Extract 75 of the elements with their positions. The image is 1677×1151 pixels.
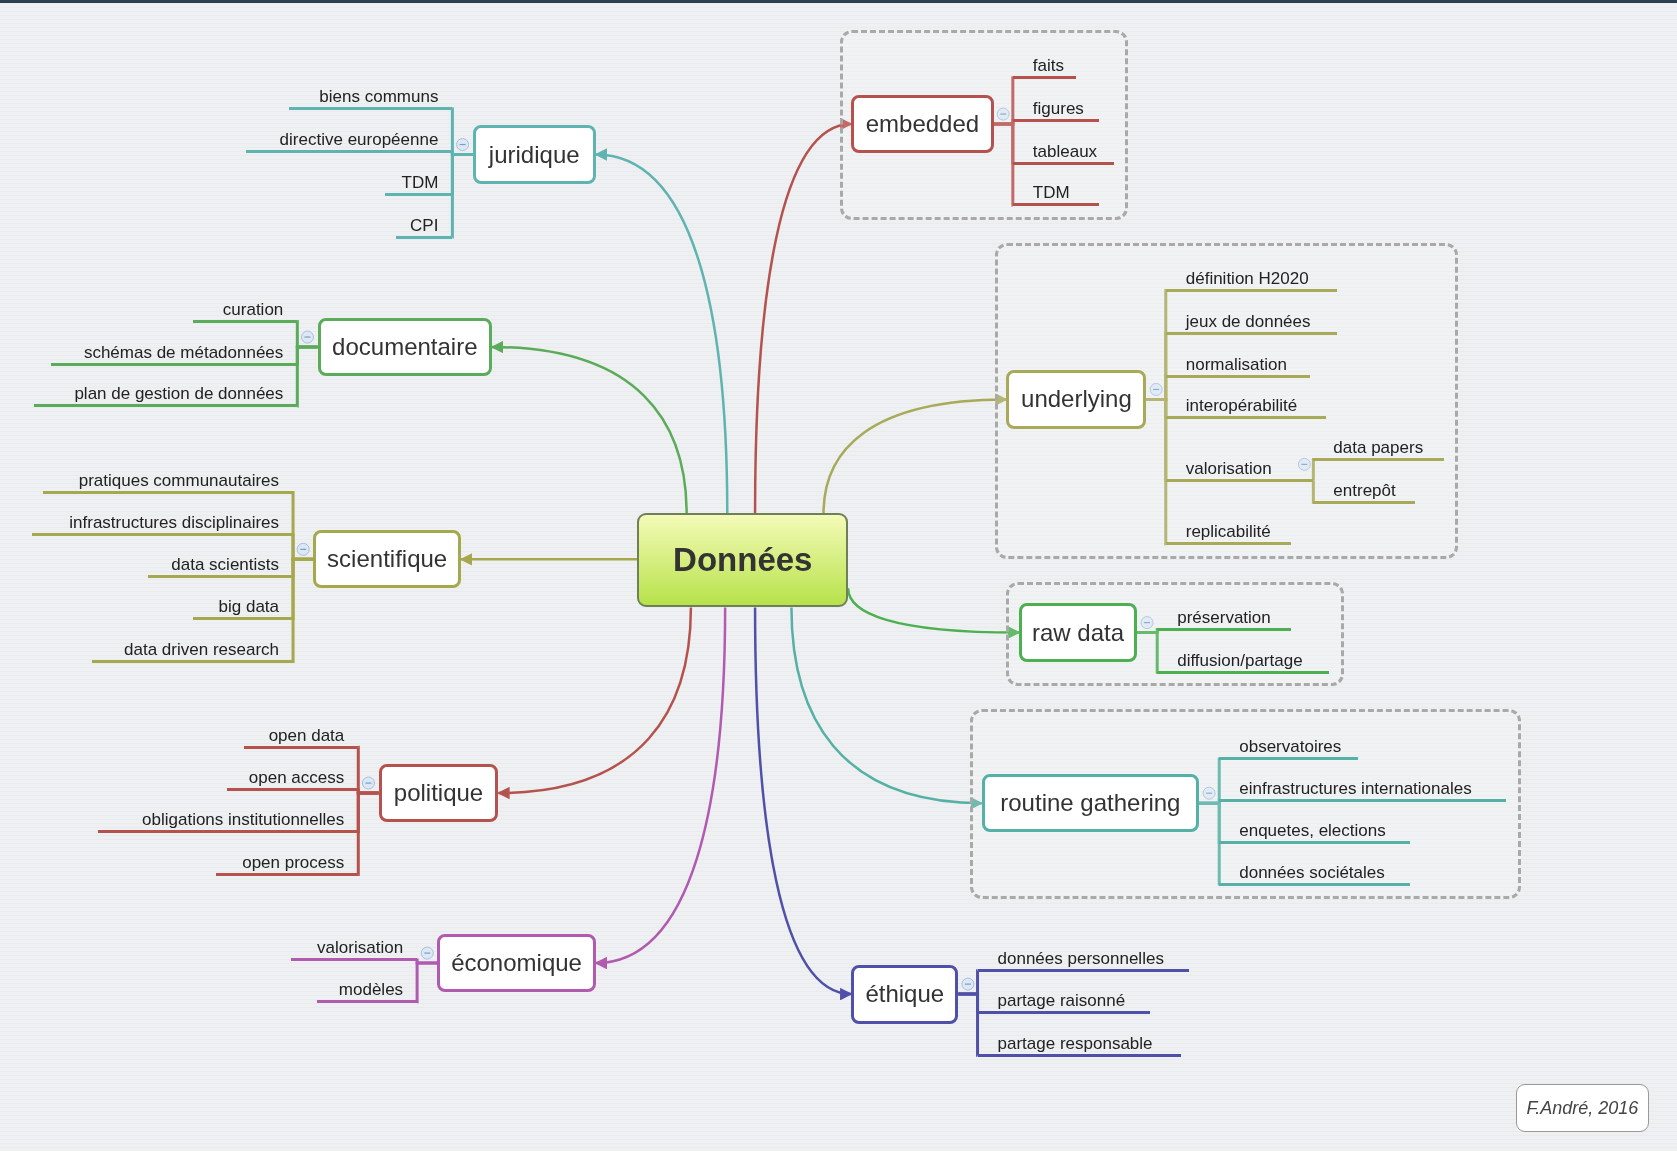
subtopic-label: einfrastructures internationales	[1219, 776, 1506, 803]
dashed-group-box	[970, 709, 1521, 900]
subtopic-label: biens communs	[288, 84, 453, 111]
subtopic-label: data scientists	[147, 551, 294, 578]
subtopic-label: valorisation	[290, 935, 418, 962]
subtopic-label: open data	[243, 722, 359, 749]
curved-arrow	[594, 607, 727, 968]
subtopic-label: TDM	[385, 169, 453, 196]
topic-box: documentaire	[317, 317, 492, 377]
subtopic-label: partage responsable	[977, 1030, 1181, 1057]
subtopic-label: modèles	[316, 977, 418, 1004]
subtopic-label: pratiques communautaires	[42, 468, 294, 495]
topic-box: économique	[437, 933, 596, 993]
subtopic-label: CPI	[395, 212, 453, 239]
subtopic-label: data driven research	[91, 637, 294, 664]
branch-line	[356, 791, 379, 876]
branch-line	[415, 961, 438, 1004]
subtopic-label: données personnelles	[977, 946, 1190, 973]
subtopic-label: interopérabilité	[1165, 393, 1327, 420]
curved-arrow	[497, 607, 693, 799]
subtopic-label: infrastructures disciplinaires	[32, 509, 294, 536]
branch-line	[1198, 801, 1221, 886]
subtopic-label: curation	[192, 297, 298, 323]
curved-arrow	[822, 393, 1008, 514]
branch-line	[1311, 479, 1315, 504]
branch-line	[1146, 397, 1168, 546]
subtopic-label: obligations institutionnelles	[98, 807, 359, 834]
subtopic-label: préservation	[1157, 605, 1291, 631]
subtopic-label: TDM	[1012, 180, 1100, 207]
branch-line	[1311, 457, 1315, 483]
central-topic-box: Données	[637, 513, 849, 608]
branch-line	[291, 557, 314, 664]
subtopic-label: data papers	[1313, 434, 1444, 461]
subtopic-label: observatoires	[1219, 734, 1359, 761]
subtopic-label: tableaux	[1012, 138, 1115, 165]
curved-arrow	[753, 607, 853, 998]
subtopic-label: figures	[1012, 95, 1100, 122]
subtopic-label: données sociétales	[1219, 859, 1410, 886]
topic-box: politique	[378, 763, 499, 823]
dashed-group-box	[994, 242, 1458, 560]
curved-arrow	[459, 553, 638, 566]
curved-arrow	[753, 120, 853, 514]
topic-box: éthique	[851, 964, 959, 1024]
subtopic-label: replicabilité	[1165, 519, 1291, 546]
topic-box: underlying	[1006, 370, 1147, 429]
topic-box: raw data	[1019, 603, 1137, 662]
subtopic-label: partage raisonné	[977, 987, 1150, 1014]
subtopic-label: schémas de métadonnées	[51, 339, 298, 366]
topic-box: juridique	[472, 125, 596, 184]
topic-box: scientifique	[313, 530, 461, 589]
dashed-group-box	[839, 29, 1129, 221]
branch-line	[450, 153, 473, 239]
subtopic-label: directive européenne	[246, 126, 453, 153]
subtopic-label: plan de gestion de données	[34, 381, 298, 408]
subtopic-label: valorisation	[1165, 456, 1314, 483]
subtopic-label: normalisation	[1165, 351, 1311, 378]
curved-arrow	[790, 607, 984, 809]
subtopic-label: big data	[192, 594, 294, 621]
curved-arrow	[490, 341, 688, 514]
dashed-group-box	[1006, 581, 1345, 686]
branch-line	[295, 345, 318, 408]
subtopic-label: open access	[226, 765, 359, 792]
topic-box: embedded	[851, 95, 994, 153]
subtopic-label: jeux de données	[1165, 308, 1337, 335]
branch-line	[958, 992, 980, 1057]
topic-box: routine gathering	[981, 774, 1199, 833]
subtopic-label: diffusion/partage	[1157, 647, 1330, 674]
subtopic-label: définition H2020	[1165, 265, 1337, 292]
subtopic-label: open process	[216, 849, 359, 876]
author-note-box: F.André, 2016	[1515, 1084, 1650, 1132]
subtopic-label: entrepôt	[1313, 477, 1415, 504]
subtopic-label: faits	[1012, 53, 1076, 80]
curved-arrow	[594, 149, 729, 514]
subtopic-label: enquetes, elections	[1219, 817, 1410, 844]
branch-line	[993, 122, 1015, 207]
